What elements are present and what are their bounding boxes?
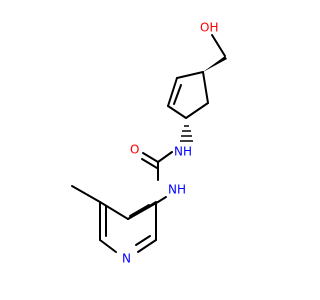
nh-lower-label: NH — [168, 183, 186, 197]
atom-labels: OH NH O NH N — [122, 21, 218, 266]
bond-carbonyl-c-o-1 — [142, 152, 159, 163]
ring-bond-c2-c1 — [167, 105, 187, 119]
nh-upper-label: NH — [174, 145, 192, 159]
bond-nh-carbonyl-c — [157, 151, 173, 163]
bonds — [71, 34, 226, 253]
ring-bond-c4-c3 — [176, 71, 204, 79]
ring-bond-c1-c5 — [185, 102, 209, 119]
py-bond-c5-c4 — [127, 201, 157, 220]
py-bond-n-c6 — [137, 239, 157, 253]
molecule-canvas: OH NH O NH N — [71, 21, 227, 266]
bond-nh-ch2 — [157, 196, 167, 203]
carbonyl-o-label: O — [130, 143, 139, 157]
structure-diagram: OH NH O NH N — [71, 21, 227, 266]
py-bond-c2-n — [99, 239, 117, 253]
hydroxyl-label: OH — [200, 21, 218, 35]
pyridine-n-label: N — [122, 252, 131, 266]
bond-carbonyl-c-o-2 — [141, 158, 158, 169]
ring-bond-c3-c2 — [167, 77, 178, 107]
hash-bond-nh — [180, 125, 193, 142]
bond-ch2-oh — [211, 34, 226, 57]
py-double-bond-n-c6 — [135, 235, 151, 246]
py-bond-c4-c3 — [99, 201, 129, 220]
wedge-bond-ch2oh — [203, 56, 227, 72]
ring-double-bond-inner — [173, 84, 182, 105]
bond-methyl — [71, 185, 101, 203]
ring-bond-c5-c4 — [202, 71, 209, 104]
py-double-bond-c5-c4 — [129, 204, 150, 217]
